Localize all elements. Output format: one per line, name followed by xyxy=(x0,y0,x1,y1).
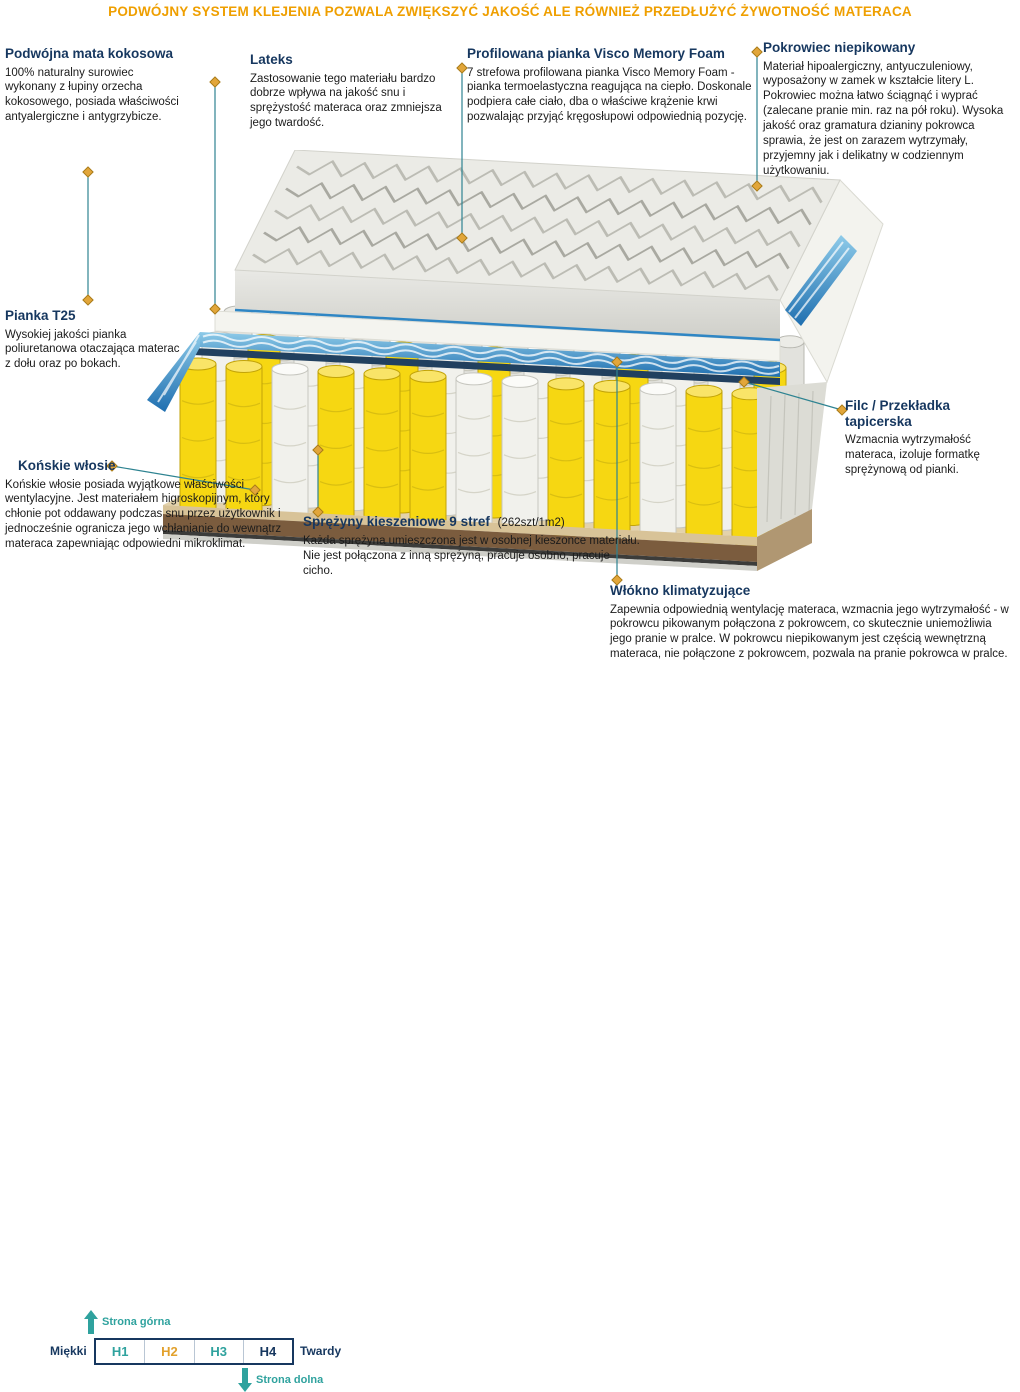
left-wave-drape xyxy=(147,332,200,412)
climate-fiber-layer xyxy=(200,332,780,377)
bottom-side-label: Strona dolna xyxy=(256,1374,324,1386)
hardness-level-h2: H2 xyxy=(145,1340,195,1363)
hardness-level-h3: H3 xyxy=(195,1340,244,1363)
callout-body: Wzmacnia wytrzymałość materaca, izoluje … xyxy=(845,434,980,476)
arrow-up-icon xyxy=(84,1310,98,1334)
cover-wave-lines xyxy=(788,241,850,319)
callout-body: Zapewnia odpowiednią wentylację materaca… xyxy=(610,603,1009,661)
callout-horsehair: Końskie włosie Końskie włosie posiada wy… xyxy=(5,458,295,552)
top-side-label: Strona górna xyxy=(102,1316,171,1328)
callout-title: Pokrowiec niepikowany xyxy=(763,40,916,55)
callout-title: Lateks xyxy=(250,52,293,67)
callout-coconut-mat: Podwójna mata kokosowa 100% naturalny su… xyxy=(5,46,181,125)
soft-label: Miękki xyxy=(50,1344,87,1358)
base-dark-line xyxy=(163,530,757,566)
left-wave-lines xyxy=(157,334,200,403)
callout-climate-fiber: Włókno klimatyzujące Zapewnia odpowiedni… xyxy=(610,583,1015,662)
callout-title: Pianka T25 xyxy=(5,308,76,323)
callout-body: 7 strefowa profilowana pianka Visco Memo… xyxy=(467,66,752,124)
callout-title: Filc / Przekładka tapicerska xyxy=(845,398,951,429)
coconut-mat-layer xyxy=(163,514,757,562)
hardness-scale: Strona górna Miękki H1 H2 H3 H4 Twardy S… xyxy=(0,650,420,1392)
felt-layer xyxy=(193,348,780,385)
callout-body: Wysokiej jakości pianka poliuretanowa ot… xyxy=(5,328,180,371)
base-tan-band xyxy=(163,505,757,546)
cover-wave-band xyxy=(785,235,857,326)
base-end-face xyxy=(757,509,812,571)
callout-foam-t25: Pianka T25 Wysokiej jakości pianka poliu… xyxy=(5,308,185,372)
callout-title: Końskie włosie xyxy=(18,458,116,473)
springs-title-text: Sprężyny kieszeniowe 9 stref xyxy=(303,514,490,529)
glue-line xyxy=(234,308,781,342)
callout-title: Włókno klimatyzujące xyxy=(610,583,751,598)
callout-cover: Pokrowiec niepikowany Materiał hipoalerg… xyxy=(763,40,1017,179)
callout-body: 100% naturalny surowiec wykonany z łupin… xyxy=(5,66,179,124)
callout-body: Materiał hipoalergiczny, antyuczuleniowy… xyxy=(763,60,1004,178)
hard-label: Twardy xyxy=(300,1344,342,1358)
callout-title: Podwójna mata kokosowa xyxy=(5,46,174,61)
callout-body: Zastosowanie tego materiału bardzo dobrz… xyxy=(250,72,442,130)
zigzag-profile-pattern xyxy=(252,160,823,292)
hardness-level-h4: H4 xyxy=(259,1344,277,1359)
base-bottom-band xyxy=(163,534,757,571)
callout-body: Każda sprężyna umieszczona jest w osobne… xyxy=(303,535,640,578)
callout-body: Końskie włosie posiada wyjątkowe właściw… xyxy=(5,478,282,551)
callout-pocket-springs: Sprężyny kieszeniowe 9 stref (262szt/1m2… xyxy=(303,514,643,579)
wave-pattern xyxy=(202,333,780,375)
callout-title: Sprężyny kieszeniowe 9 stref (262szt/1m2… xyxy=(303,514,643,530)
mattress-infographic: PODWÓJNY SYSTEM KLEJENIA POZWALA ZWIĘKSZ… xyxy=(0,4,1017,1392)
visco-foam-front xyxy=(235,270,780,340)
banner-text: PODWÓJNY SYSTEM KLEJENIA POZWALA ZWIĘKSZ… xyxy=(108,4,912,19)
callout-latex: Lateks Zastosowanie tego materiału bardz… xyxy=(250,52,450,131)
latex-layer xyxy=(214,310,781,362)
hardness-box: H1 H2 H3 H4 xyxy=(94,1338,294,1365)
arrow-down-icon xyxy=(238,1368,252,1392)
callout-title: Profilowana pianka Visco Memory Foam xyxy=(467,46,725,61)
callout-felt: Filc / Przekładka tapicerska Wzmacnia wy… xyxy=(845,398,1017,478)
mattress-illustration xyxy=(147,150,884,571)
end-fabric-stripes xyxy=(766,390,814,523)
hardness-level-h1: H1 xyxy=(96,1340,146,1363)
springs-title-note: (262szt/1m2) xyxy=(497,517,565,529)
callout-visco-foam: Profilowana pianka Visco Memory Foam 7 s… xyxy=(467,46,757,125)
